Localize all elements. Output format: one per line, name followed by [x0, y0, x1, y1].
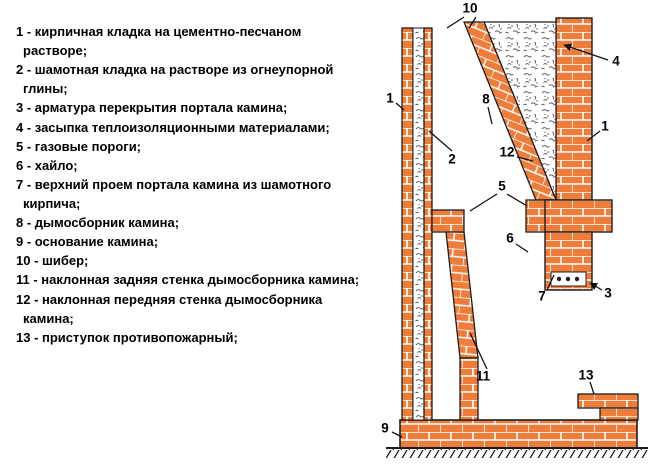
- callout-chamotte: 2: [448, 151, 456, 167]
- legend-item-6: 6 - хайло;: [16, 157, 78, 173]
- legend-item-1: 1 - кирпичная кладка на цементно-песчано…: [16, 24, 302, 59]
- fireplace-base: [399, 419, 638, 449]
- smoke-collector-back-wall: [445, 231, 479, 421]
- portal-cornice: [544, 199, 613, 233]
- callout-base: 9: [381, 420, 389, 436]
- leader-lines: [391, 16, 609, 438]
- legend-item-13: 13 - приступок противопожарный;: [16, 329, 238, 345]
- rebar-dots: [556, 276, 580, 282]
- legend-item-4: 4 - засыпка теплоизоляционными материала…: [16, 119, 330, 135]
- callout-brick-left: 1: [386, 90, 394, 106]
- fire-step: [577, 393, 639, 421]
- gas-threshold-left: [431, 209, 465, 233]
- ground-hatch: [386, 447, 648, 458]
- callout-rebar: 3: [604, 285, 612, 301]
- callout-portal-top: 7: [538, 288, 546, 304]
- callout-brick-right: 1: [601, 118, 609, 134]
- callout-smoke-collector: 8: [482, 91, 490, 107]
- legend-item-3: 3 - арматура перекрытия портала камина;: [16, 100, 288, 116]
- legend-item-8: 8 - дымосборник камина;: [16, 215, 180, 231]
- flue-channel: [412, 27, 425, 421]
- callout-shiber: 10: [462, 0, 478, 16]
- callout-front-wall: 12: [499, 144, 515, 160]
- portal-lintel: [544, 231, 593, 291]
- callout-back-wall: 11: [475, 368, 491, 384]
- callout-fire-step: 13: [578, 367, 594, 383]
- legend-item-11: 11 - наклонная задняя стенка дымосборник…: [16, 272, 360, 288]
- legend-item-9: 9 - основание камина;: [16, 234, 159, 250]
- legend-item-5: 5 - газовые пороги;: [16, 138, 142, 154]
- callout-insulation: 4: [612, 53, 620, 69]
- chimney-wall-left: [401, 27, 433, 421]
- legend-item-10: 10 - шибер;: [16, 253, 89, 269]
- legend-item-2: 2 - шамотная кладка на растворе из огнеу…: [16, 62, 334, 97]
- callout-khailo: 6: [506, 230, 514, 246]
- legend-item-12: 12 - наклонная передняя стенка дымосборн…: [16, 291, 323, 326]
- legend: 1 - кирпичная кладка на цементно-песчано…: [16, 22, 364, 347]
- callout-gas-thresholds: 5: [498, 178, 506, 194]
- legend-item-7: 7 - верхний проем портала камина из шамо…: [16, 176, 332, 211]
- brick-wall-right: [555, 17, 593, 201]
